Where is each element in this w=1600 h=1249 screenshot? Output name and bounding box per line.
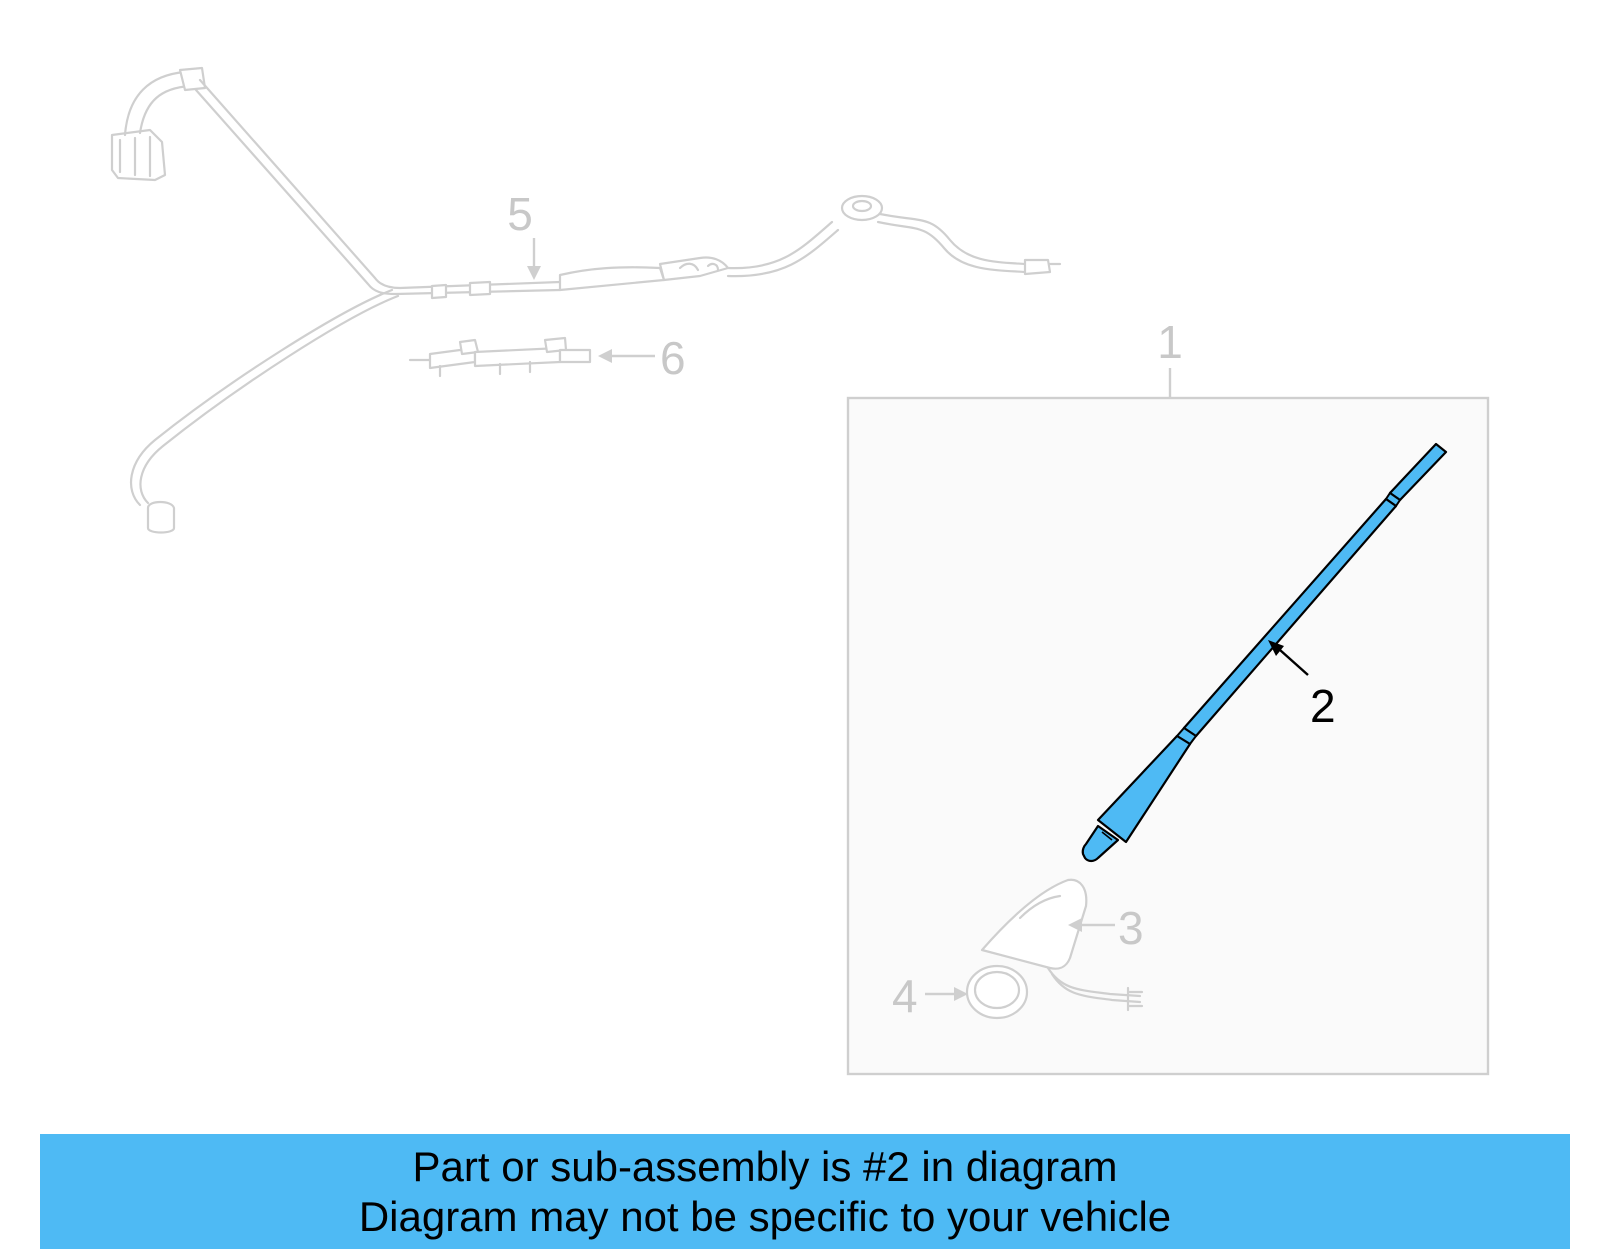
part-6-connector[interactable]	[408, 336, 592, 378]
callout-5-arrowhead	[527, 266, 541, 280]
callout-3-arrowhead	[1068, 918, 1082, 932]
banner-line-1: Part or sub-assembly is #2 in diagram	[412, 1142, 1118, 1190]
callout-2: 2	[1310, 680, 1336, 732]
callout-2-arrowhead	[1268, 640, 1284, 656]
callout-3: 3	[1118, 902, 1144, 954]
part-3-antenna-base[interactable]	[980, 878, 1144, 1012]
callout-6-arrowhead	[598, 349, 612, 363]
callout-6: 6	[660, 332, 686, 384]
part-2-antenna-mast[interactable]	[1081, 442, 1448, 863]
callout-2-leader	[1279, 649, 1309, 676]
callout-1: 1	[1157, 316, 1183, 368]
part-4-gasket[interactable]	[965, 964, 1029, 1020]
callout-4-arrowhead	[954, 987, 968, 1001]
banner-line-2: Diagram may not be specific to your vehi…	[358, 1192, 1172, 1240]
info-banner: Part or sub-assembly is #2 in diagram Di…	[40, 1134, 1570, 1249]
callout-5: 5	[507, 188, 533, 240]
part-5-antenna-cable[interactable]	[110, 66, 1062, 534]
callout-4: 4	[892, 970, 918, 1022]
